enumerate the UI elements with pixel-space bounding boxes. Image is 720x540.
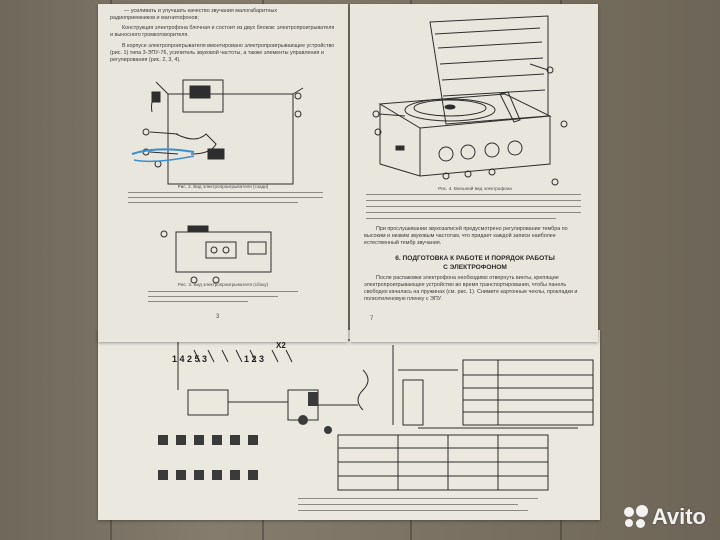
left-paragraph-2: В корпусе электропроигрывателя вмонтиров… — [110, 43, 335, 63]
legend-line — [366, 206, 581, 207]
figure-2-caption: Рис. 2. Вид электропроигрывателя (сзади) — [177, 184, 269, 189]
legend-line — [366, 194, 581, 195]
figure-4-caption: Рис. 4. Внешний вид электрофона — [438, 186, 512, 191]
legend-line — [366, 200, 581, 201]
schematic-digits-a: 1 4 2 5 3 — [172, 354, 208, 364]
legend-line — [148, 301, 248, 302]
figure-4-electrophone — [372, 15, 568, 186]
schematic-drawing — [158, 339, 594, 491]
section-title-line-2: С ЭЛЕКТРОФОНОМ — [443, 264, 507, 271]
right-page-number: 7 — [370, 316, 374, 322]
schematic-sheet: 1 4 2 5 3 1 2 3 Х2 — [98, 330, 600, 520]
left-manual-page: — усиливать и улучшать качество звучания… — [98, 4, 348, 342]
section-title-line-1: 6. ПОДГОТОВКА К РАБОТЕ И ПОРЯДОК РАБОТЫ — [395, 255, 555, 262]
left-paragraph-1: Конструкция электрофона блочная и состои… — [110, 25, 335, 38]
schematic-mark: Х2 — [276, 341, 286, 350]
legend-line — [148, 291, 298, 292]
schematic-note-line — [298, 510, 528, 511]
legend-line — [366, 218, 556, 219]
legend-line — [128, 197, 323, 198]
figure-2-rear-view — [131, 79, 304, 284]
legend-line — [128, 202, 298, 203]
legend-line — [148, 296, 278, 297]
figure-3-caption: Рис. 3. Вид электропроигрывателя (сбоку) — [177, 282, 269, 287]
avito-brand-text: Avito — [651, 504, 706, 529]
left-top-line-2: радиоприемников и магнитофонов; — [110, 15, 199, 21]
left-top-line: — усиливать и улучшать качество звучания… — [124, 8, 278, 14]
right-paragraph-2: После распаковки электрофона необходимо … — [364, 275, 578, 302]
left-page-number: 3 — [216, 314, 220, 320]
legend-line — [366, 212, 581, 213]
right-paragraph-1: При прослушивании звукозаписей предусмот… — [364, 226, 568, 246]
right-manual-page: Рис. 4. Внешний вид электрофона При прос… — [350, 4, 598, 342]
avito-logo-icon — [623, 505, 648, 529]
schematic-digits-b: 1 2 3 — [244, 354, 265, 364]
avito-watermark: Avito — [623, 504, 706, 530]
legend-line — [128, 192, 323, 193]
schematic-note-line — [298, 504, 518, 505]
schematic-note-line — [298, 498, 538, 499]
